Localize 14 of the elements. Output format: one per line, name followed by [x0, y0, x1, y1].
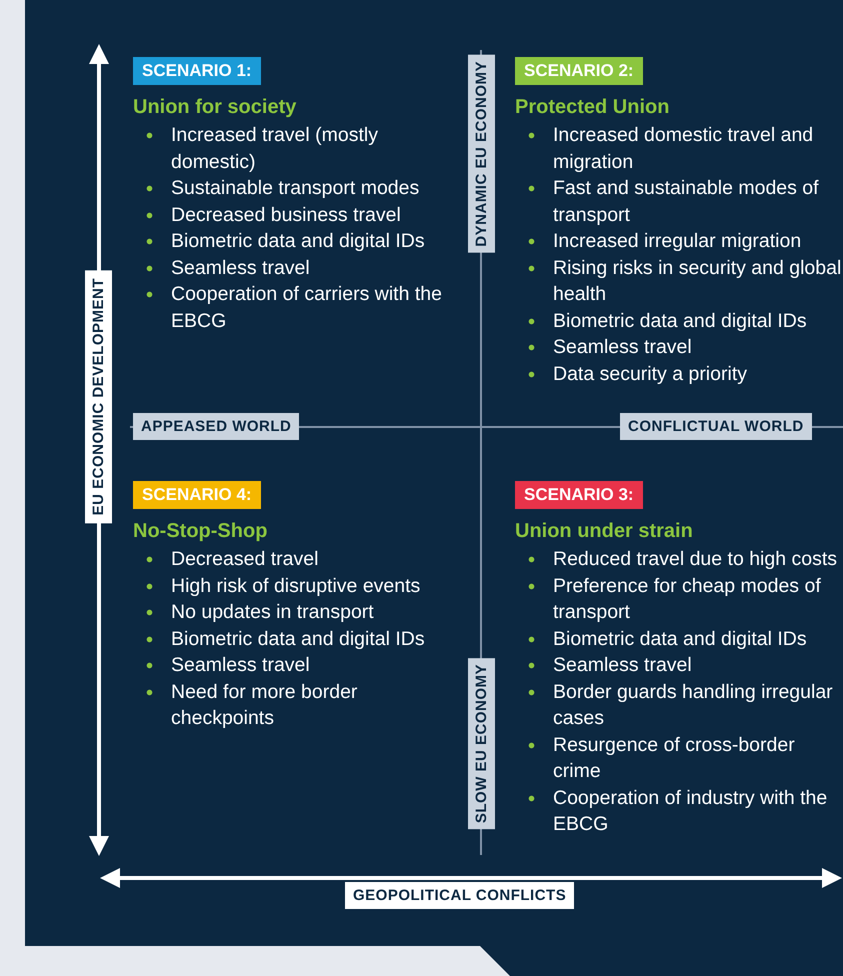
scenario-badge: SCENARIO 3:	[515, 481, 643, 509]
axis-label: GEOPOLITICAL CONFLICTS	[345, 882, 574, 909]
scenario-title: No-Stop-Shop	[133, 519, 268, 543]
scenario-badge: SCENARIO 4:	[133, 481, 261, 509]
scenario-title: Protected Union	[515, 95, 670, 119]
axis-label: CONFLICTUAL WORLD	[620, 413, 812, 440]
scenario-badge: SCENARIO 2:	[515, 57, 643, 85]
scenario-badge: SCENARIO 1:	[133, 57, 261, 85]
axis-label: APPEASED WORLD	[133, 413, 300, 440]
axis-label: EU ECONOMIC DEVELOPMENT	[85, 270, 112, 524]
scenario-title: Union for society	[133, 95, 298, 119]
scenario-title: Union under strain	[515, 519, 694, 543]
axis-label: SLOW EU ECONOMY	[468, 658, 495, 830]
axis-label: DYNAMIC EU ECONOMY	[468, 55, 495, 253]
